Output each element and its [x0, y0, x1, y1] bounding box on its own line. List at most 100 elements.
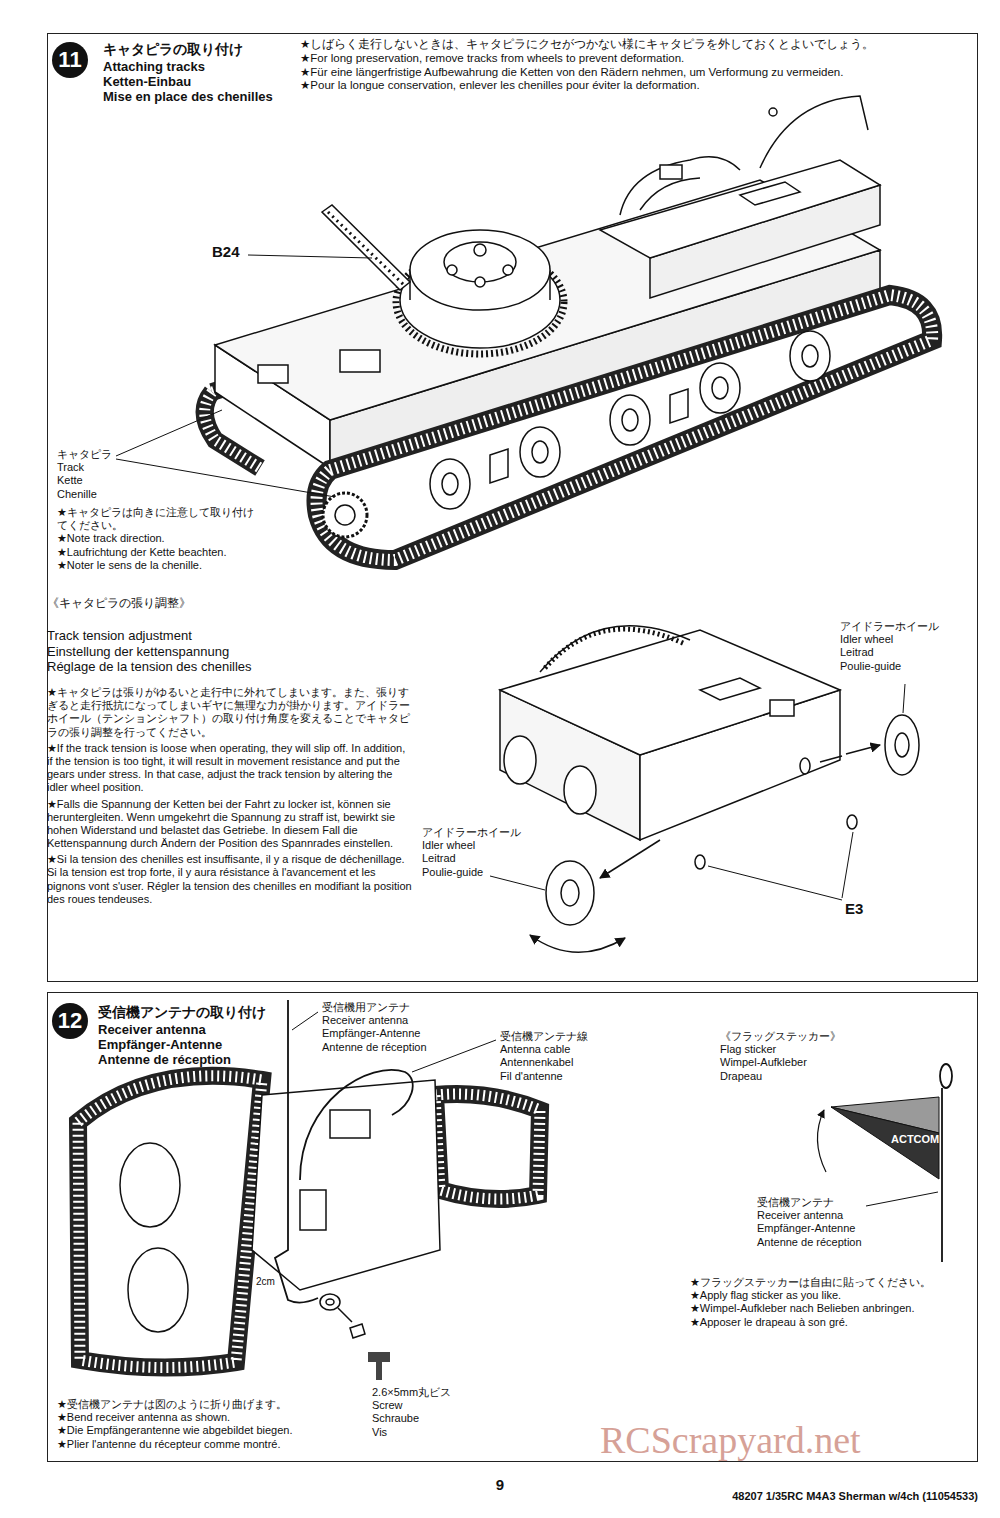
screw-icon	[368, 1352, 390, 1380]
step-number-text: 12	[52, 1003, 88, 1039]
part-name: Schraube	[372, 1412, 487, 1425]
part-name: Receiver antenna	[757, 1209, 922, 1222]
part-name: 受信機アンテナ線	[500, 1030, 635, 1043]
part-name: 受信機アンテナ	[757, 1196, 922, 1209]
left-track	[78, 1076, 262, 1368]
part-name: Receiver antenna	[322, 1014, 487, 1027]
part-number-group: E3	[845, 900, 885, 918]
note-text: ★フラッグステッカーは自由に貼ってください。	[690, 1276, 975, 1289]
note-text: ★Wimpel-Aufkleber nach Belieben anbringe…	[690, 1302, 975, 1315]
note-text-group: ★しばらく走行しないときは、キャタピラにクセがつかない様にキャタピラを外しておく…	[300, 38, 970, 93]
note-text-group: ★フラッグステッカーは自由に貼ってください。★Apply flag sticke…	[690, 1276, 975, 1329]
part-name: Poulie-guide	[422, 866, 534, 879]
part-number: E3	[845, 900, 885, 918]
part-name: Empfänger-Antenne	[757, 1222, 922, 1235]
part-name: Chenille	[57, 488, 257, 501]
dimension-label-group: 2cm	[256, 1276, 282, 1288]
part-name-group: 受信機用アンテナReceiver antennaEmpfänger-Antenn…	[322, 1001, 487, 1054]
right-track	[435, 1094, 540, 1199]
part-name-group: キャタピラTrackKetteChenille	[57, 448, 257, 501]
part-name-group: 受信機アンテナReceiver antennaEmpfänger-Antenne…	[757, 1196, 922, 1249]
step-number: 12	[52, 1003, 88, 1039]
part-name: Leitrad	[840, 646, 975, 659]
part-name: Vis	[372, 1426, 487, 1439]
note-text: ★Plier l'antenne du récepteur comme mont…	[57, 1438, 357, 1451]
part-name-group: 2.6×5mm丸ビスScrewSchraubeVis	[372, 1386, 487, 1439]
note-text-group: ★キャタピラは向きに注意して取り付けてください。★Note track dire…	[57, 506, 257, 572]
part-number-group: B24	[212, 243, 272, 261]
section-heading: Réglage de la tension des chenilles	[47, 659, 377, 675]
note-text: ★Laufrichtung der Kette beachten.	[57, 546, 257, 559]
note-text: ★キャタピラは張りがゆるいと走行中に外れてしまいます。また、張りすぎると走行抵抗…	[47, 686, 412, 739]
note-text: ★If the track tension is loose when oper…	[47, 742, 412, 795]
page-number-group: 9	[485, 1476, 515, 1494]
part-name: Wimpel-Aufkleber	[720, 1056, 880, 1069]
footer-text-group: 48207 1/35RC M4A3 Sherman w/4ch (1105453…	[640, 1490, 978, 1503]
near-track	[317, 295, 933, 560]
part-name: Antenne de réception	[322, 1041, 487, 1054]
note-text: ★Apposer le drapeau à son gré.	[690, 1316, 975, 1329]
part-name-group: 受信機アンテナ線Antenna cableAntennenkabelFil d'…	[500, 1030, 635, 1083]
part-name: Track	[57, 461, 257, 474]
hull-rear	[252, 1080, 440, 1338]
watermark: RCScrapyard.net	[600, 1418, 970, 1464]
note-text: ★キャタピラは向きに注意して取り付けてください。	[57, 506, 257, 532]
note-text: ★Falls die Spannung der Ketten bei der F…	[47, 798, 412, 851]
part-name: Idler wheel	[840, 633, 975, 646]
step-number: 11	[52, 42, 88, 78]
leader-lines	[490, 684, 905, 900]
part-name-group: アイドラーホイールIdler wheelLeitradPoulie-guide	[422, 826, 534, 879]
note-text: ★For long preservation, remove tracks fr…	[300, 52, 970, 66]
step-heading: Ketten-Einbau	[103, 75, 191, 89]
footer-text: 48207 1/35RC M4A3 Sherman w/4ch (1105453…	[640, 1490, 978, 1503]
step-heading: Receiver antenna	[98, 1023, 206, 1037]
part-name-group: 《フラッグステッカー》Flag stickerWimpel-AufkleberD…	[720, 1030, 880, 1083]
note-text: ★受信機アンテナは図のように折り曲げます。	[57, 1398, 357, 1411]
part-name: Poulie-guide	[840, 660, 975, 673]
note-text: ★Pour la longue conservation, enlever le…	[300, 79, 970, 93]
step-heading: Antenne de réception	[98, 1053, 231, 1067]
leader-lines	[292, 1012, 938, 1206]
flag-text: ACTCOM	[891, 1133, 939, 1145]
dimension-label: 2cm	[256, 1276, 282, 1288]
note-text: ★Note track direction.	[57, 532, 257, 545]
part-name: 受信機用アンテナ	[322, 1001, 487, 1014]
part-name: アイドラーホイール	[840, 620, 975, 633]
part-name: 《フラッグステッカー》	[720, 1030, 880, 1043]
step-heading: キャタピラの取り付け	[103, 42, 243, 57]
part-name: 2.6×5mm丸ビス	[372, 1386, 487, 1399]
note-text: ★Die Empfängerantenne wie abgebildet bie…	[57, 1424, 357, 1437]
part-name: Antenne de réception	[757, 1236, 922, 1249]
section-heading: Track tension adjustment	[47, 628, 377, 644]
step-heading: Attaching tracks	[103, 60, 205, 74]
part-name: Screw	[372, 1399, 487, 1412]
watermark-group: RCScrapyard.net	[600, 1418, 970, 1464]
note-text: ★Noter le sens de la chenille.	[57, 559, 257, 572]
part-name: Drapeau	[720, 1070, 880, 1083]
note-text: ★Für eine längerfristige Aufbewahrung di…	[300, 66, 970, 80]
part-b24	[322, 205, 410, 290]
part-name-group: アイドラーホイールIdler wheelLeitradPoulie-guide	[840, 620, 975, 673]
note-text-group: ★キャタピラは張りがゆるいと走行中に外れてしまいます。また、張りすぎると走行抵抗…	[47, 686, 412, 906]
note-text: ★Si la tension des chenilles est insuffi…	[47, 853, 412, 906]
idler-wheels	[530, 715, 919, 952]
step-heading: Mise en place des chenilles	[103, 90, 273, 104]
step-number-text: 11	[52, 42, 88, 78]
step-heading: 受信機アンテナの取り付け	[98, 1005, 266, 1020]
chassis-detail	[500, 626, 840, 840]
note-text: ★Bend receiver antenna as shown.	[57, 1411, 357, 1424]
part-name: Empfänger-Antenne	[322, 1027, 487, 1040]
part-number: B24	[212, 243, 272, 261]
section-heading: Einstellung der kettenspannung	[47, 644, 377, 660]
part-name: アイドラーホイール	[422, 826, 534, 839]
page-number: 9	[485, 1476, 515, 1494]
part-name: Leitrad	[422, 852, 534, 865]
part-name: Antenna cable	[500, 1043, 635, 1056]
note-text: ★Apply flag sticker as you like.	[690, 1289, 975, 1302]
section-heading-group: 《キャタピラの張り調整》	[47, 596, 347, 610]
part-name: Kette	[57, 474, 257, 487]
turret-ring	[396, 230, 564, 354]
step-heading: Empfänger-Antenne	[98, 1038, 222, 1052]
section-heading: 《キャタピラの張り調整》	[47, 596, 347, 610]
